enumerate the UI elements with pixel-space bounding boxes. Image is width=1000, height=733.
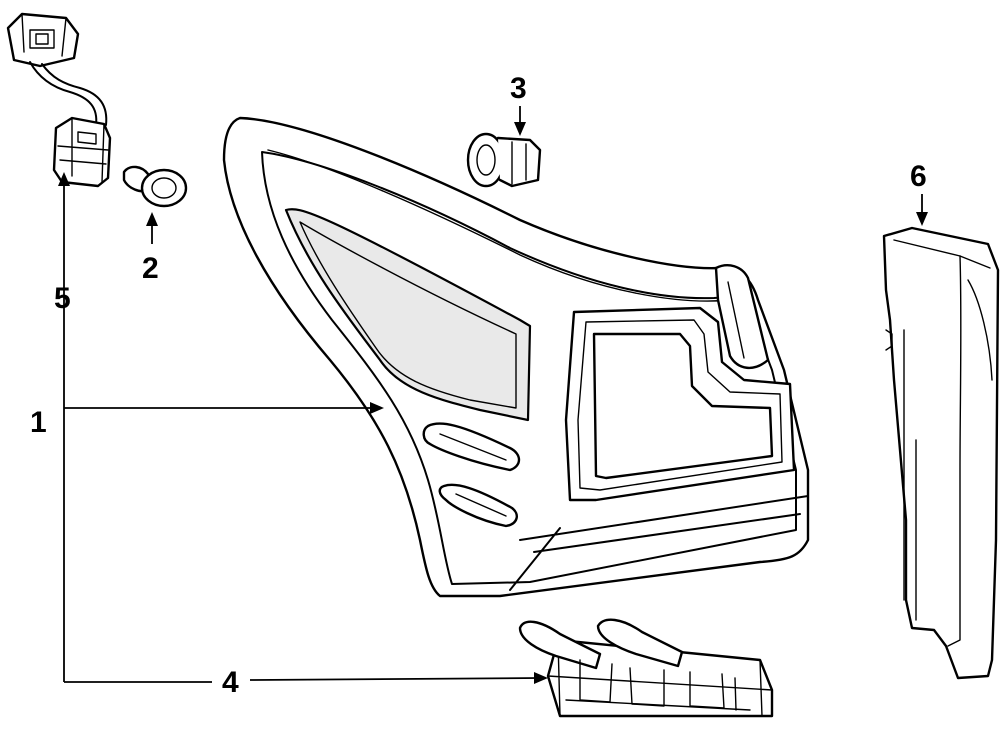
callout-1: 1 (30, 406, 47, 439)
leader-lines (58, 106, 928, 684)
part-1-tail-lamp-assembly (222, 116, 810, 598)
part-3-grommet (466, 132, 542, 188)
callout-4: 4 (222, 666, 239, 699)
part-2-clip (122, 165, 188, 208)
part-6-trim-panel (882, 226, 1000, 680)
callout-5: 5 (54, 282, 71, 315)
part-4-socket-carrier (518, 618, 774, 718)
callout-6: 6 (910, 160, 927, 193)
callout-3: 3 (510, 72, 527, 105)
callout-2: 2 (142, 252, 159, 285)
part-5-wiring-harness (6, 12, 112, 188)
